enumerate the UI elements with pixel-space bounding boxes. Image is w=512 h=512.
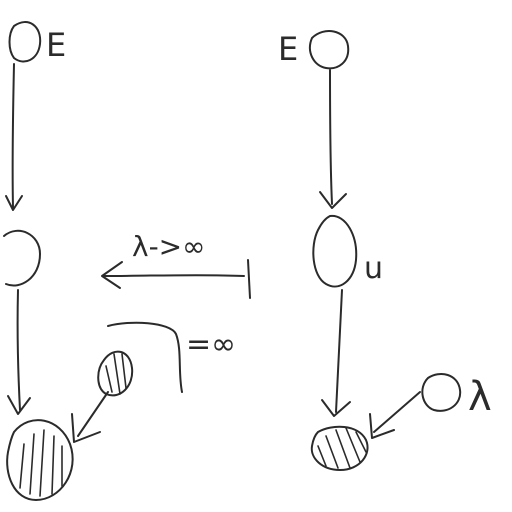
left-observed-node	[97, 350, 134, 397]
right-observed-arrowhead	[369, 413, 395, 439]
left-observed-label: =∞	[186, 327, 236, 362]
right-top-node-label: E	[278, 30, 298, 68]
limit-arrow-bar	[247, 259, 251, 299]
left-edge-middle-bottom	[16, 289, 21, 411]
left-bottom-node-hatching	[19, 429, 63, 497]
left-bottom-node	[6, 419, 74, 501]
left-observed-arrowhead	[71, 413, 101, 443]
left-middle-node	[3, 229, 41, 287]
right-edge-top-middle	[329, 69, 333, 205]
right-graph: E u λ	[278, 30, 492, 471]
left-graph: E =∞ λ->∞	[3, 21, 251, 501]
left-top-node-label: E	[46, 26, 66, 64]
right-bottom-node	[310, 425, 369, 471]
left-edge-middle-bottom-arrowhead	[7, 395, 31, 415]
right-observed-label: λ	[468, 374, 492, 420]
limit-arrow-label: λ->∞	[132, 230, 205, 263]
right-edge-top-middle-arrowhead	[319, 191, 347, 209]
right-observed-node	[421, 373, 462, 412]
right-top-node	[308, 30, 350, 70]
left-observed-node-hatching	[105, 353, 127, 395]
right-edge-middle-bottom	[335, 289, 343, 413]
limit-arrow-shaft	[103, 274, 245, 277]
right-middle-node	[312, 214, 358, 288]
limit-arrow-head	[101, 261, 123, 289]
left-observed-arrow	[77, 391, 109, 437]
left-observed-curve	[107, 321, 183, 393]
left-top-node	[8, 21, 42, 63]
left-edge-top-middle	[11, 63, 15, 209]
right-middle-node-label: u	[364, 251, 383, 286]
right-observed-arrow	[373, 391, 421, 433]
left-edge-top-middle-arrowhead	[5, 195, 23, 211]
right-edge-middle-bottom-arrowhead	[321, 399, 351, 417]
right-bottom-node-hatching	[317, 427, 367, 469]
